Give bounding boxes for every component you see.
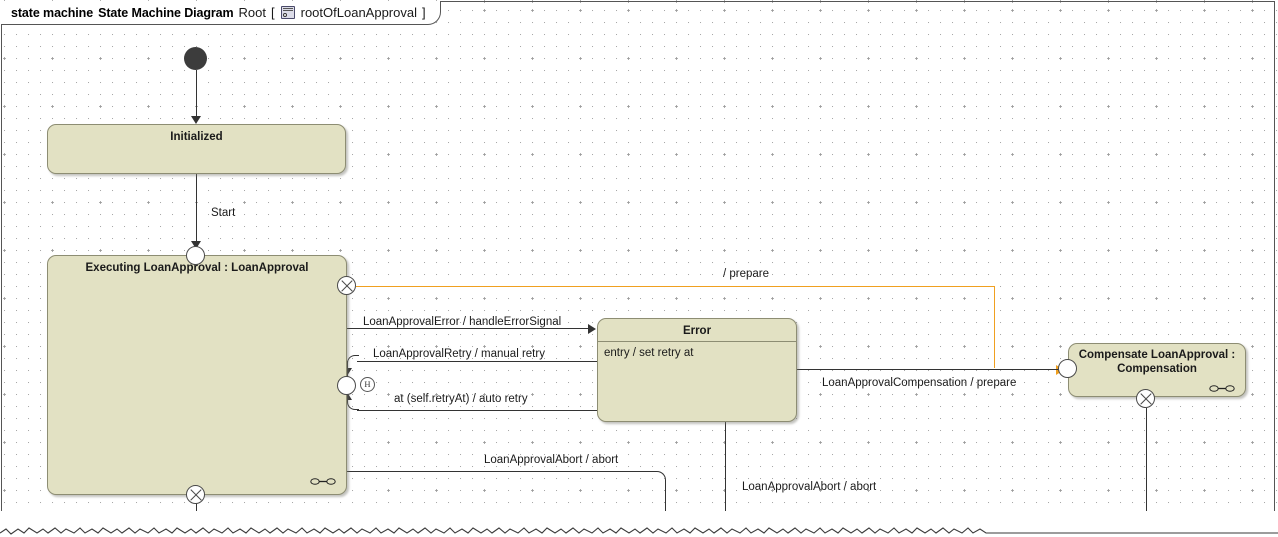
state-initialized-title: Initialized — [170, 131, 223, 143]
transition-compensate-exit-line — [1145, 408, 1147, 537]
torn-edge-bottom — [0, 511, 1278, 537]
transition-label-abort-2: LoanApprovalAbort / abort — [742, 481, 877, 493]
entry-point-compensate-left[interactable] — [1058, 359, 1077, 378]
transition-prepare-segment-v — [993, 286, 996, 368]
transition-error-arrowhead — [588, 323, 596, 334]
exit-point-executing-bottom[interactable] — [186, 485, 205, 504]
state-executing-port-icon — [310, 473, 336, 485]
state-compensate-loanapproval[interactable]: Compensate LoanApproval : Compensation — [1068, 343, 1246, 397]
transition-auto-retry-line — [357, 409, 597, 411]
state-machine-icon — [280, 6, 295, 19]
transition-start-arrowhead — [191, 241, 201, 249]
transition-abort1-line-v — [665, 481, 667, 537]
state-compensate-title-line2: Compensation — [1117, 363, 1197, 375]
transition-abort1-corner — [655, 471, 666, 482]
transition-label-abort-1: LoanApprovalAbort / abort — [484, 454, 619, 466]
frame-bracket-close: ] — [421, 5, 426, 20]
transition-manual-retry-arrowhead — [342, 368, 352, 376]
frame-diagram-kind: State Machine Diagram — [98, 5, 234, 20]
entry-point-executing-top[interactable] — [186, 246, 205, 265]
state-error-entry-action: entry / set retry at — [604, 347, 694, 359]
transition-auto-retry-corner — [347, 398, 359, 410]
frame-bracket-open: [ — [271, 5, 275, 20]
transition-auto-retry-arrowhead — [342, 392, 352, 400]
state-initialized[interactable]: Initialized — [47, 124, 346, 174]
transition-label-error: LoanApprovalError / handleErrorSignal — [363, 316, 562, 328]
state-executing-loanapproval[interactable]: Executing LoanApproval : LoanApproval — [47, 255, 347, 495]
state-error-separator — [598, 341, 796, 342]
shallow-history-pseudostate[interactable]: H — [360, 377, 375, 392]
transition-start-line — [195, 173, 197, 249]
transition-label-manual-retry: LoanApprovalRetry / manual retry — [373, 348, 545, 360]
transition-initial-line — [195, 70, 197, 118]
exit-point-executing-topright[interactable] — [337, 276, 356, 295]
transition-initial-arrowhead — [191, 116, 201, 124]
transition-label-start: Start — [211, 207, 236, 219]
transition-prepare-segment-h1 — [356, 285, 995, 288]
frame-root-label: Root — [238, 5, 266, 20]
state-error[interactable]: Error entry / set retry at — [597, 318, 797, 422]
diagram-frame-header[interactable]: state machine State Machine Diagram Root… — [1, 1, 441, 25]
state-compensate-title-line1: Compensate LoanApproval : — [1078, 349, 1236, 361]
initial-pseudostate[interactable] — [184, 47, 207, 70]
transition-label-compensation: LoanApprovalCompensation / prepare — [822, 377, 1017, 389]
state-compensate-port-icon — [1209, 380, 1235, 392]
exit-point-compensate-bottom[interactable] — [1136, 389, 1155, 408]
transition-manual-retry-line — [357, 360, 597, 362]
transition-abort2-line — [724, 422, 726, 537]
transition-error-line — [347, 327, 589, 329]
transition-manual-retry-corner — [347, 355, 359, 367]
transition-label-auto-retry: at (self.retryAt) / auto retry — [394, 393, 528, 405]
transition-compensation-line — [797, 368, 1059, 370]
state-executing-title: Executing LoanApproval : LoanApproval — [85, 262, 309, 274]
frame-root-name: rootOfLoanApproval — [300, 5, 417, 20]
transition-abort1-line-h — [347, 470, 657, 472]
transition-label-prepare: / prepare — [723, 268, 770, 280]
entry-point-executing-right[interactable] — [337, 376, 356, 395]
state-error-title: Error — [682, 325, 712, 337]
frame-keyword: state machine — [11, 5, 94, 20]
